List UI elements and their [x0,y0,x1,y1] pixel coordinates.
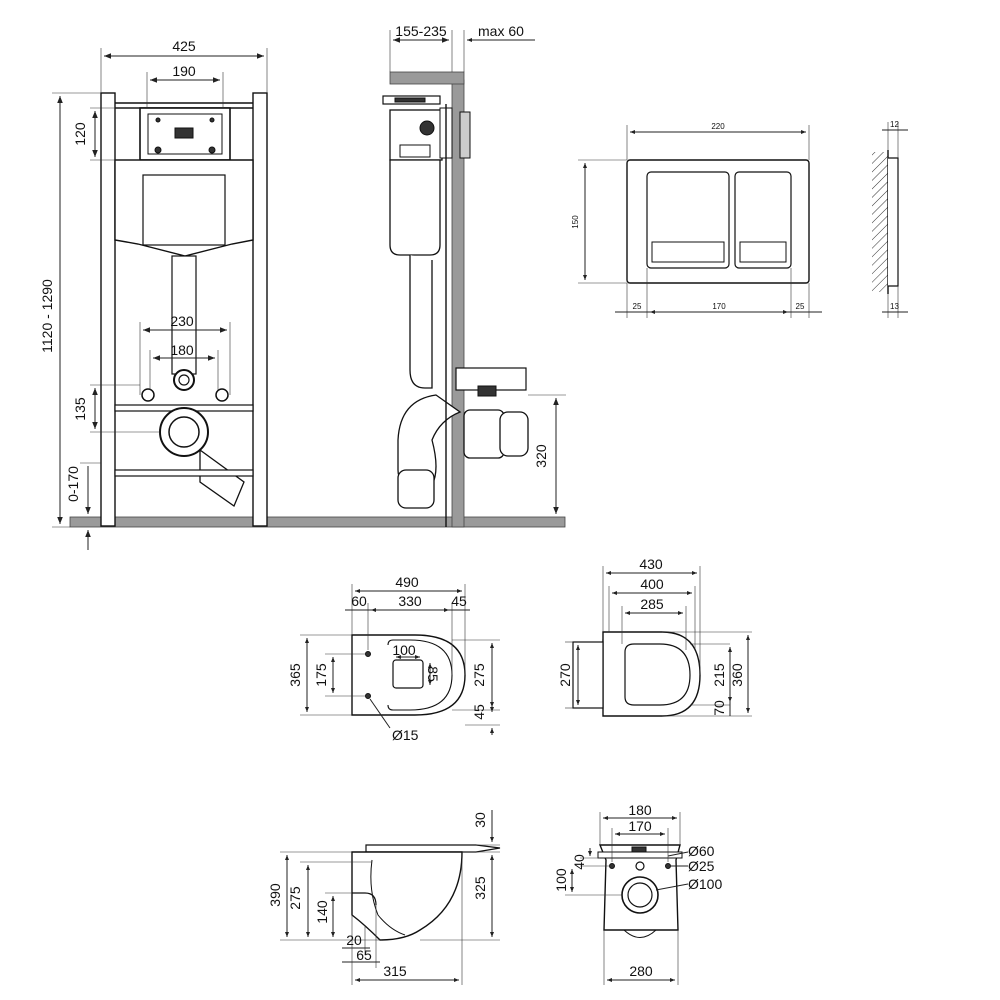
dim-plate-height: 150 [571,215,580,229]
outlet-elbow [199,448,245,507]
dim-plate-height: 120 [72,122,88,146]
dim-front-offset: 60 [351,593,367,609]
dim-frame-height: 1120 - 1290 [39,279,55,353]
flush-button-small [646,171,730,269]
dim-side-outlet-gap: 20 [346,932,362,948]
side-cistern [389,159,441,256]
flush-button-large [734,171,792,269]
dim-pipe-spacing: 180 [170,342,194,358]
bowl-top-view: 490 60 330 45 365 175 100 85 275 45 Ø15 [287,574,500,743]
dim-rear-inner-width: 170 [628,818,652,834]
bowl-rear-view: 180 170 40 100 Ø60 Ø25 Ø100 280 [553,802,722,985]
rear-water-inlet [635,861,645,871]
dim-mount-spacing: 175 [313,663,329,687]
dim-side-outlet-height: 140 [314,900,330,924]
dim-frame-width: 425 [172,38,196,54]
mount-stud-left [141,388,155,402]
dim-rear-depth: 40 [571,854,587,870]
waste-outlet [159,407,209,457]
dim-plate-thickness-top: 12 [890,120,899,129]
dim-rear-outlet-small: Ø25 [688,858,715,874]
dim-seat-ring-height: 215 [711,663,727,687]
flush-plate-view: 220 150 25 170 25 12 13 [571,120,908,318]
dim-bowl-middle: 330 [398,593,422,609]
dim-hole-height: 85 [425,666,441,682]
dim-stud-spacing: 230 [170,313,194,329]
wall-top [389,71,465,85]
dim-plate-width: 190 [172,63,196,79]
dim-rear-side-height: 100 [553,868,569,892]
dim-rear-bottom-width: 280 [629,963,653,979]
dim-side-outlet-height: 320 [533,444,549,468]
dim-max-wall: max 60 [478,23,524,39]
plate-wall-hatch [872,152,888,292]
dim-rear-outlet-large: Ø60 [688,843,715,859]
seat-top-view: 430 400 285 270 215 360 70 [557,556,752,717]
left-upright [100,92,116,527]
dim-frame-depth: 155-235 [395,23,447,39]
side-flush-pipe [409,255,433,389]
dim-outlet-height: 135 [72,397,88,421]
dim-seat-outer-height: 360 [729,663,745,687]
seat-ring [624,643,691,706]
dim-mount-hole-diameter: Ø15 [392,727,419,743]
floor-slab [69,516,566,528]
dim-plate-width: 220 [711,122,725,131]
cistern [114,159,254,257]
mount-stud-right [215,388,229,402]
dim-plate-thickness-bottom: 13 [890,302,899,311]
dim-hole-width: 100 [392,642,416,658]
side-seat-lid [365,844,501,853]
dim-inner-height: 275 [471,663,487,687]
dim-rear-top-width: 180 [628,802,652,818]
dim-side-length: 315 [383,963,407,979]
water-inlet [173,369,195,391]
dim-floor-adjust: 0-170 [65,466,81,502]
dim-bottom-offset: 45 [471,704,487,720]
dim-side-top-offset: 30 [472,812,488,828]
dim-rear-offset: 45 [451,593,467,609]
dim-side-height: 390 [267,883,283,907]
dim-bowl-length: 490 [395,574,419,590]
dim-side-inner-height: 275 [287,886,303,910]
dim-rear-outlet-pipe: Ø100 [688,876,722,892]
dim-plate-inner-width: 170 [712,302,726,311]
dim-seat-left-height: 270 [557,663,573,687]
dim-rim-height: 325 [472,876,488,900]
bowl-side-view: 30 325 390 275 140 20 65 315 [267,810,501,985]
frame-side-view: 155-235 max 60 320 [382,23,566,528]
side-bowl-outline [351,851,463,941]
mount-hole-top [365,651,371,657]
dim-seat-width: 430 [639,556,663,572]
bowl-outlet-hole [392,659,424,689]
frame-front-view: 425 190 120 1120 - 1290 230 180 135 0-17… [39,38,566,550]
mount-hole-bottom [365,693,371,699]
right-upright [252,92,268,527]
dim-bowl-height: 365 [287,663,303,687]
dim-ring-width: 285 [640,596,664,612]
dim-seat-inner-width: 400 [640,576,664,592]
dim-seat-bottom-offset: 70 [711,700,727,716]
plate-profile [888,157,899,287]
flush-pipe [171,255,197,375]
dim-plate-margin-right: 25 [796,302,805,311]
dim-plate-margin-left: 25 [633,302,642,311]
dim-side-outlet-offset: 65 [356,947,372,963]
